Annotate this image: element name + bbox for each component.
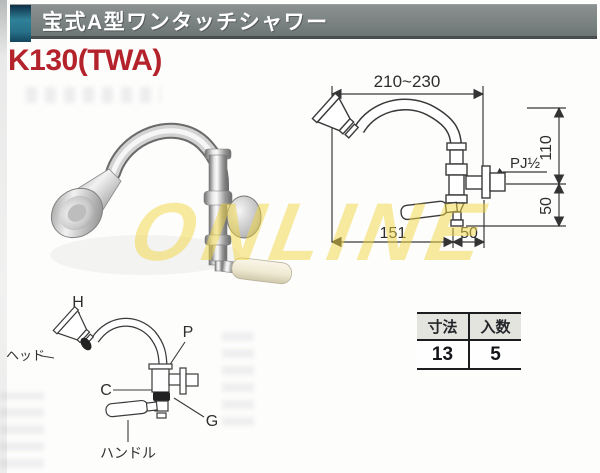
spec-value-size: 13 [417,340,470,370]
bleed-through-artifact [26,87,161,103]
h-packing-mark [80,337,92,351]
product-photo [50,122,293,285]
spec-header-size: 寸法 [417,312,470,341]
dim-width-label: 210~230 [374,72,441,91]
g-packing-mark [153,392,170,401]
model-number: K130(TWA) [8,44,162,77]
label-h: H [72,294,84,311]
dim-50-bottom-label: 50 [460,225,478,242]
parts-labels: H ヘッド P C G ハンドル [6,294,218,461]
label-g: G [206,413,218,430]
spec-table-value-row: 13 5 [417,340,521,370]
connection-pj-label: PJ½ [510,155,541,172]
dimension-labels: 210~230 110 50 PJ½ 151 50 [374,72,555,242]
dimension-lines [330,86,566,248]
label-p: P [183,324,194,341]
page-title: 宝式A型ワンタッチシャワー [42,11,329,34]
parts-line-drawing [52,305,199,419]
bleed-through-artifact [222,330,254,426]
label-handle: ハンドル [100,445,156,461]
bleed-through-artifact [0,392,44,468]
label-c: C [100,382,112,399]
parts-diagram: H ヘッド P C G ハンドル [6,294,218,461]
handle-photo [221,257,293,285]
spec-table-header-row: 寸法 入数 [417,312,521,341]
spec-value-qty: 5 [469,340,521,370]
dimension-drawing: 210~230 110 50 PJ½ 151 50 [311,72,566,248]
dim-50-right-label: 50 [538,197,555,215]
spec-table: 寸法 入数 13 5 [417,312,521,370]
label-head: ヘッド [6,348,45,363]
spec-header-qty: 入数 [469,312,521,341]
page-edge-shading [0,0,7,473]
header-accent-block [10,5,31,42]
dim-151-label: 151 [380,225,407,242]
faucet-photo-group [50,122,293,285]
faucet-line-drawing [311,92,506,227]
dim-110-label: 110 [538,135,555,161]
section-header-bar [10,4,597,39]
